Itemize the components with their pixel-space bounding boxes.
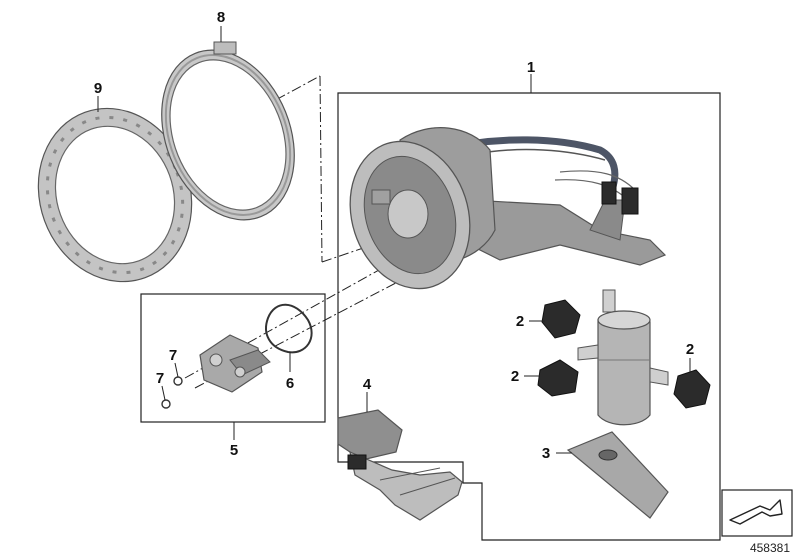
callout-2-upper: 2 (516, 313, 524, 330)
callout-2-right: 2 (686, 341, 694, 358)
document-number: 458381 (750, 541, 790, 555)
callout-6: 6 (286, 375, 294, 392)
fuel-hose (436, 136, 619, 194)
connector-kit-part (199, 334, 271, 393)
callout-5: 5 (230, 442, 238, 459)
fuel-level-sensor-part (337, 409, 463, 521)
pump-bumpers-part (537, 299, 711, 409)
callout-9: 9 (94, 80, 102, 97)
leader-lines (97, 26, 691, 454)
callout-3: 3 (542, 445, 550, 462)
bumper-upper (541, 299, 581, 339)
group-frame-5 (140, 293, 326, 423)
o-ring-part (265, 303, 313, 354)
flange-ring-part (37, 107, 193, 283)
group-frame-1 (337, 92, 721, 541)
callout-2-left: 2 (511, 368, 519, 385)
bumper-right (673, 369, 711, 409)
callout-7-lower: 7 (156, 370, 164, 387)
page-arrow-icon[interactable] (721, 489, 793, 537)
fuel-pump-assembly-part (349, 127, 669, 426)
callout-4: 4 (363, 376, 372, 393)
retaining-ring-part (161, 41, 295, 221)
callout-8: 8 (217, 9, 225, 26)
callout-1: 1 (527, 59, 535, 76)
callout-7-upper: 7 (169, 347, 177, 364)
screws-part (161, 376, 183, 409)
pump-strainer-part (566, 431, 669, 519)
bumper-left (537, 359, 579, 397)
